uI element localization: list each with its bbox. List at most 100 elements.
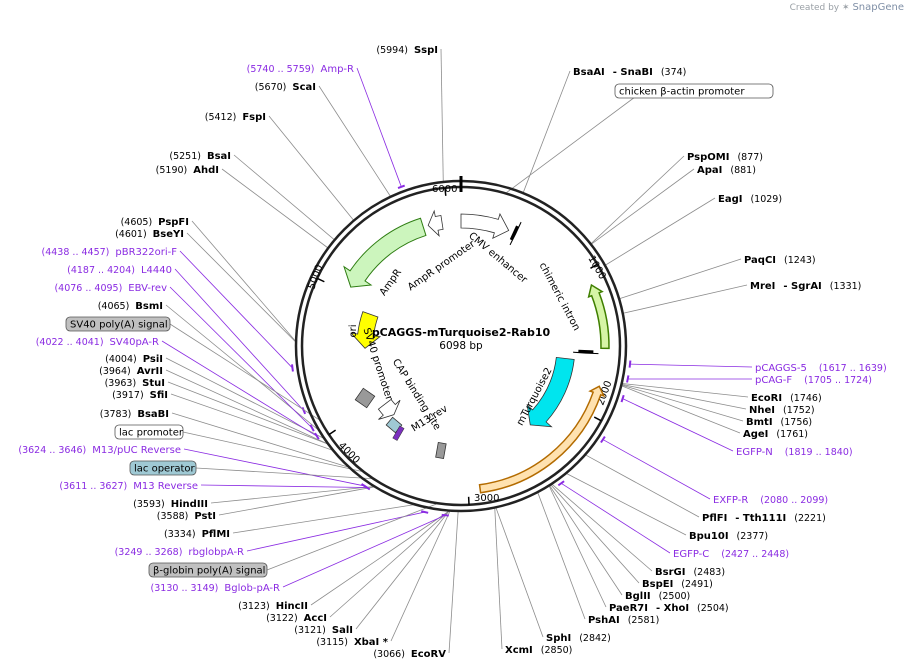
enzyme-ecori: EcoRI [751, 393, 782, 404]
line-xcmi [494, 508, 503, 650]
line-paqci [619, 258, 742, 299]
line-psti [218, 486, 374, 516]
enzyme-sali: SalI [332, 625, 353, 636]
enzyme-ecorv: EcoRV [411, 649, 446, 660]
enzyme-suffix-sgrai: - SgrAI [783, 281, 821, 292]
plasmid-size: 6098 bp [439, 340, 483, 352]
enzyme-pos-stui: (3963) [105, 378, 137, 389]
line-hincii [310, 511, 449, 606]
mturquoise-band [478, 385, 606, 494]
line-bspei [550, 485, 640, 584]
primer-mark-exfp-r [600, 436, 606, 444]
enzyme-bsaai: BsaAI [573, 67, 605, 78]
primer-pos-pbr322ori-f: (4438 .. 4457) [42, 247, 110, 258]
primer-line-l4440 [174, 268, 305, 411]
feature-label-chicken-actin-promoter: chicken β-actin promoter [619, 87, 745, 98]
promoter-mark [509, 221, 522, 246]
primer-pos-rbglobpa-r: (3249 .. 3268) [115, 547, 183, 558]
enzyme-pos-paer7i: (2504) [697, 603, 729, 614]
primer-pos-m13-reverse: (3611 .. 3627) [59, 481, 127, 492]
line-sfii [170, 393, 332, 451]
line-scai [318, 85, 391, 197]
box-line-lac-promoter [182, 431, 362, 472]
ring-tick-5000 [316, 277, 325, 283]
feature-label-lac-operator: lac operator [134, 464, 195, 475]
primer-pos-l4440: (4187 .. 4204) [67, 265, 135, 276]
primer-ebv-rev: EBV-rev [128, 283, 167, 294]
primer-line-m13-reverse [200, 484, 367, 488]
feature-label-lac-promoter: lac promoter [119, 428, 184, 439]
enzyme-mrei: MreI [750, 281, 775, 292]
primer-line-pbr322ori-f [179, 250, 293, 369]
enzyme-pos-bsai: (5251) [169, 151, 201, 162]
primer-mark-egfp-n [620, 394, 625, 403]
primer-line-amp-r [356, 67, 402, 187]
enzyme-suffix-xhoi: - XhoI [656, 603, 689, 614]
sv40-promoter-arrow [377, 398, 401, 420]
line-apai [591, 168, 695, 245]
line-nhei [622, 384, 747, 410]
enzyme-pos-pspomi: (877) [737, 152, 763, 163]
line-pflfi [585, 454, 700, 518]
feature-box-sv40-poly-a-signal [65, 316, 171, 332]
enzyme-psii: PsiI [143, 354, 163, 365]
enzyme-bsmi: BsmI [135, 301, 163, 312]
ring-tick-label-4000: 4000 [336, 440, 362, 466]
feature-box-chicken-actin-promoter [614, 83, 774, 99]
enzyme-pos-ecori: (1746) [790, 393, 822, 404]
ampr-promoter-label: AmpR promoter [406, 238, 478, 293]
enzyme-suffix-snabi: - SnaBI [613, 67, 653, 78]
primer-pcaggs-5: pCAGGS-5 [755, 363, 807, 374]
primer-mark-ebv-rev [309, 424, 315, 432]
line-pflmi [232, 504, 414, 534]
ampr-arrow [343, 217, 427, 288]
enzyme-nhei: NheI [749, 405, 775, 416]
line-ahdi [221, 168, 328, 248]
enzyme-pos-psii: (4004) [105, 354, 137, 365]
enzyme-pos-pshai: (2581) [628, 615, 660, 626]
line-pshai [537, 492, 586, 620]
primer-line-m13-puc-reverse [183, 448, 365, 487]
line-sspi [440, 48, 444, 181]
enzyme-pos-nhei: (1752) [783, 405, 815, 416]
primer-line-sv40pa-r [161, 340, 318, 437]
line-bpu10i [566, 473, 687, 536]
primer-mark-pcag-f [626, 375, 630, 383]
box-line-chicken-actin-promoter [506, 96, 636, 193]
primer-egfp-n: EGFP-N [736, 447, 773, 458]
enzyme-pos-avrii: (3964) [99, 366, 131, 377]
enzyme-pos-bmti: (1756) [781, 417, 813, 428]
enzyme-pos-bsaai: (374) [661, 67, 687, 78]
enzyme-paer7i: PaeR7I [609, 603, 648, 614]
enzyme-pflmi: PflMI [202, 529, 230, 540]
primer-m13-puc-reverse: M13/pUC Reverse [92, 445, 181, 456]
enzyme-pos-xcmi: (2850) [541, 645, 573, 656]
enzyme-avrii: AvrII [137, 366, 163, 377]
line-sali [355, 511, 450, 630]
line-ecori [622, 383, 749, 398]
enzyme-pos-sphi: (2842) [579, 633, 611, 644]
primer-line-pcaggs-5 [630, 363, 753, 368]
enzyme-pos-bpu10i: (2377) [737, 531, 769, 542]
primer-pos-pcaggs-5: (1617 .. 1639) [819, 363, 887, 374]
primer-pos-exfp-r: (2080 .. 2099) [760, 495, 828, 506]
plasmid-name: pCAGGS-mTurquoise2-Rab10 [372, 326, 551, 339]
enzyme-pos-hincii: (3123) [238, 601, 270, 612]
enzyme-sspi: SspI [414, 45, 438, 56]
enzyme-pos-bsabi: (3783) [100, 409, 132, 420]
primer-line-exfp-r [602, 439, 711, 500]
ring-tick-6000 [444, 187, 447, 196]
line-pspomi [591, 155, 685, 244]
primer-mark-rbglobpa-r [420, 510, 429, 514]
enzyme-pos-sali: (3121) [294, 625, 326, 636]
enzyme-scai: ScaI [292, 82, 316, 93]
enzyme-pspfi: PspFI [158, 217, 189, 228]
enzyme-pos-agei: (1761) [776, 429, 808, 440]
primer-mark-l4440 [301, 406, 307, 415]
enzyme-pos-sspi: (5994) [376, 45, 408, 56]
snapgene-credit: Created by ✶ SnapGene [790, 2, 904, 13]
enzyme-stui: StuI [142, 378, 165, 389]
enzyme-pos-eagi: (1029) [750, 194, 782, 205]
enzyme-fspi: FspI [242, 112, 266, 123]
